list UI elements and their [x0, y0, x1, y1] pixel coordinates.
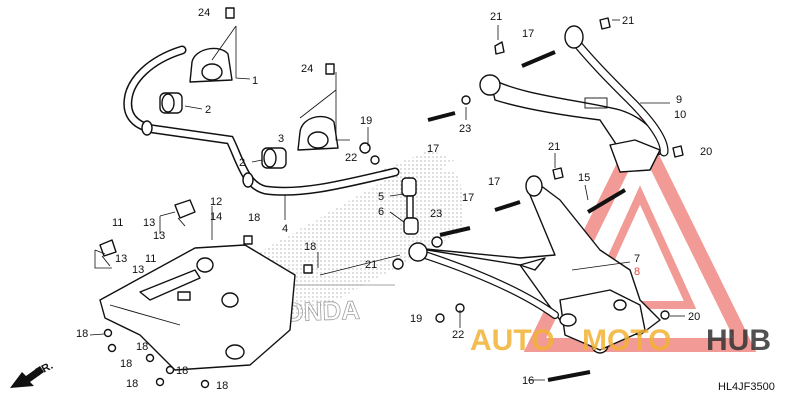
callout-18g: 18 — [126, 378, 138, 390]
callout-17b: 17 — [427, 143, 439, 155]
callout-17c: 17 — [488, 176, 500, 188]
callout-18h: 18 — [216, 380, 228, 392]
callout-2a: 2 — [205, 104, 211, 116]
callout-15: 15 — [578, 172, 590, 184]
callout-6: 6 — [378, 206, 384, 218]
callout-19b: 19 — [410, 313, 422, 325]
callout-18f: 18 — [176, 365, 188, 377]
callout-11a: 11 — [112, 217, 123, 229]
callout-17d: 17 — [462, 192, 474, 204]
bracket-lower — [99, 239, 117, 267]
callout-18a: 18 — [304, 241, 316, 253]
callout-18e: 18 — [120, 358, 132, 370]
watermark-hub: HUB — [706, 324, 771, 357]
callout-11b: 11 — [145, 253, 156, 265]
front-direction-arrow: FR. — [10, 360, 55, 388]
bracket-upper — [174, 199, 196, 227]
watermark-auto: AUTO — [470, 324, 554, 357]
callout-21a: 21 — [490, 11, 502, 23]
lower-arm — [408, 175, 661, 354]
upper-arm — [479, 25, 669, 173]
callout-23a: 23 — [459, 123, 471, 135]
callout-13b: 13 — [153, 230, 165, 242]
watermark-text: AUTO MOTO HUB — [470, 324, 771, 357]
bushing-holder-upper — [189, 47, 233, 83]
callout-16: 16 — [522, 375, 534, 387]
callout-18d: 18 — [136, 341, 148, 353]
leader-lines — [89, 19, 685, 381]
fasteners — [103, 7, 684, 389]
callout-17a: 17 — [522, 28, 534, 40]
callout-18c: 18 — [76, 328, 88, 340]
callout-13a: 13 — [143, 217, 155, 229]
callout-9: 9 — [676, 94, 682, 106]
skid-plate — [99, 244, 296, 371]
callout-20a: 20 — [700, 146, 712, 158]
callout-21d: 21 — [365, 259, 377, 271]
callout-19a: 19 — [360, 115, 372, 127]
callout-3: 3 — [278, 133, 284, 145]
callout-21c: 21 — [548, 141, 560, 153]
callout-2b: 2 — [239, 157, 245, 169]
callout-22a: 22 — [345, 152, 357, 164]
bushing-holder-lower — [297, 115, 339, 151]
callout-13d: 13 — [132, 264, 144, 276]
callout-24a: 24 — [198, 7, 210, 19]
bushing-right — [261, 147, 287, 169]
callout-14: 14 — [210, 211, 222, 223]
callout-18b: 18 — [248, 212, 260, 224]
callout-10: 10 — [674, 109, 686, 121]
diagram-code: HL4JF3500 — [718, 381, 775, 393]
callout-24b: 24 — [301, 63, 313, 75]
callout-20b: 20 — [688, 311, 700, 323]
fr-label: FR. — [34, 360, 55, 379]
callout-5: 5 — [378, 191, 384, 203]
stabilizer-bar — [123, 45, 400, 196]
callout-8: 8 — [634, 266, 640, 278]
callout-12: 12 — [210, 196, 222, 208]
stabilizer-link — [401, 177, 419, 235]
callout-labels: 24 1 2 3 2 4 24 19 22 5 6 21 17 21 9 10 … — [76, 7, 712, 392]
callout-21b: 21 — [622, 15, 634, 27]
callout-22b: 22 — [452, 329, 464, 341]
callout-13c: 13 — [115, 253, 127, 265]
callout-23b: 23 — [430, 208, 442, 220]
callout-7: 7 — [634, 253, 640, 265]
callout-1: 1 — [252, 75, 258, 87]
callout-4: 4 — [282, 223, 288, 235]
bushing-left — [159, 92, 183, 114]
watermark-moto: MOTO — [582, 324, 671, 357]
